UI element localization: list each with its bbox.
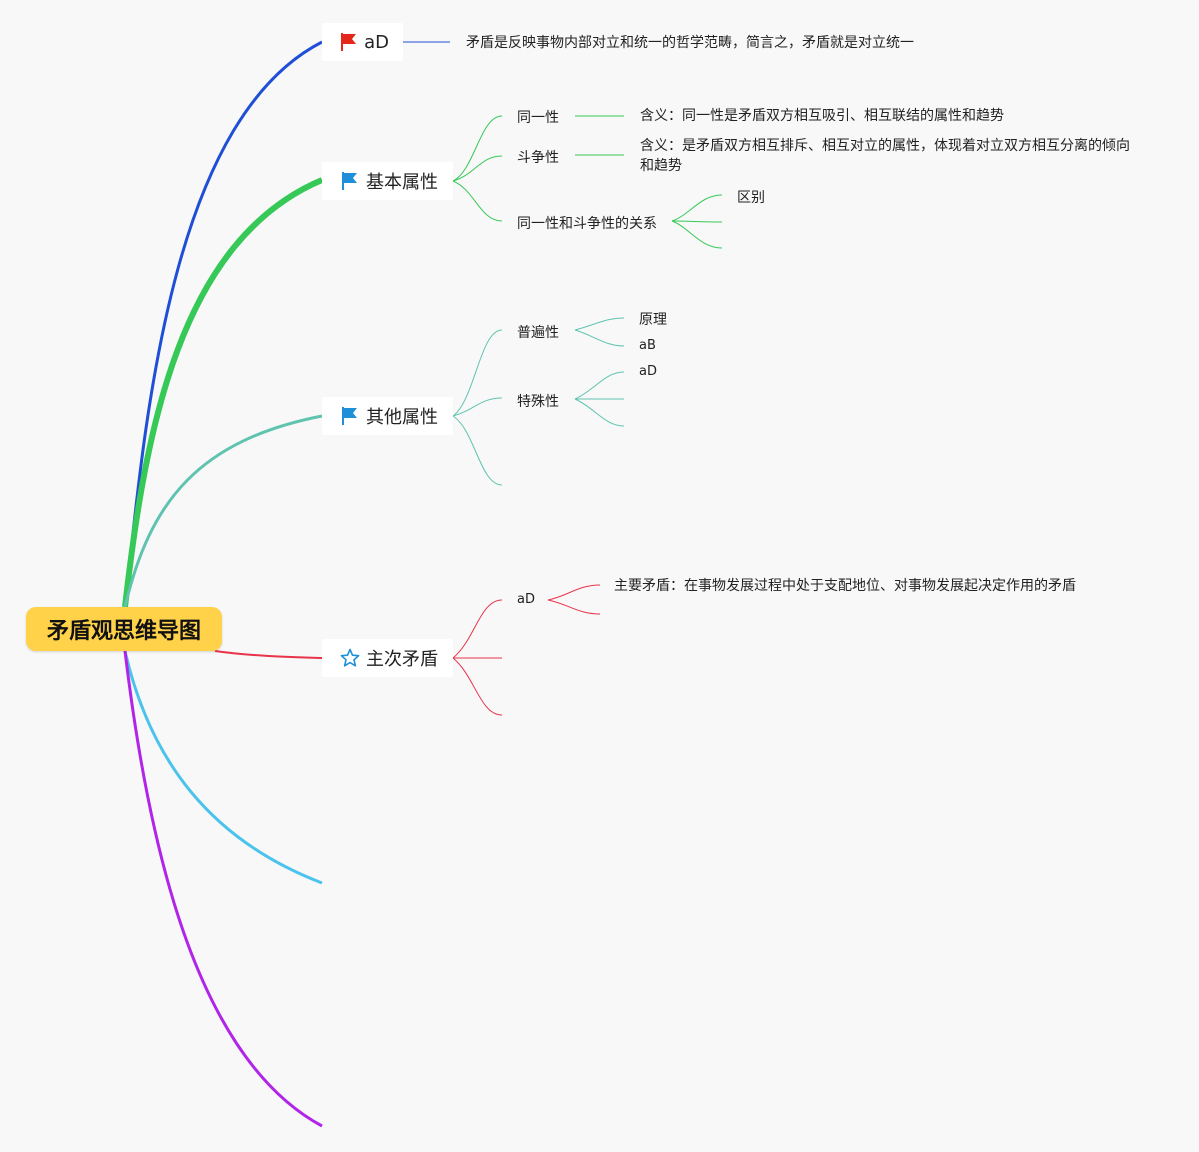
identity-node[interactable]: 同一性 [517,110,559,126]
universality-child-principle[interactable]: 原理 [639,312,667,328]
blue-flag-icon [340,406,360,426]
star-outline-icon [340,648,360,668]
primary-child-ad[interactable]: aD [517,592,535,607]
relation-node[interactable]: 同一性和斗争性的关系 [517,216,657,232]
particularity-child-ad[interactable]: aD [639,364,657,379]
branch-definition[interactable]: aD [322,23,403,61]
identity-note: 含义：同一性是矛盾双方相互吸引、相互联结的属性和趋势 [640,108,1004,124]
blue-flag-icon [340,171,360,191]
branch-basic-label: 基本属性 [366,172,438,193]
relation-child-difference[interactable]: 区别 [737,190,765,206]
branch-primary-label: 主次矛盾 [366,649,438,670]
primary-contradiction-note: 主要矛盾：在事物发展过程中处于支配地位、对事物发展起决定作用的矛盾 [614,578,1076,594]
edge-root-basic [122,177,324,608]
branch-other-label: 其他属性 [366,407,438,428]
branch-definition-label: aD [364,31,389,53]
edge-root-lightblue [123,650,323,885]
edge-root-primary [214,650,323,659]
branch-other-attributes[interactable]: 其他属性 [322,397,453,435]
particularity-node[interactable]: 特殊性 [517,394,559,410]
red-flag-icon [340,32,358,52]
branch-basic-attributes[interactable]: 基本属性 [322,162,453,200]
branch-primary-secondary[interactable]: 主次矛盾 [322,639,453,677]
struggle-note: 含义：是矛盾双方相互排斥、相互对立的属性，体现着对立双方相互分离的倾向和趋势 [640,138,1130,174]
definition-note: 矛盾是反映事物内部对立和统一的哲学范畴，简言之，矛盾就是对立统一 [466,35,914,51]
root-node[interactable]: 矛盾观思维导图 [26,607,222,651]
root-label: 矛盾观思维导图 [46,619,201,644]
struggle-node[interactable]: 斗争性 [517,150,559,166]
edge-root-purple [123,650,323,1128]
edge-root-other [123,414,323,608]
universality-node[interactable]: 普遍性 [517,325,559,341]
universality-child-ab[interactable]: aB [639,338,656,353]
